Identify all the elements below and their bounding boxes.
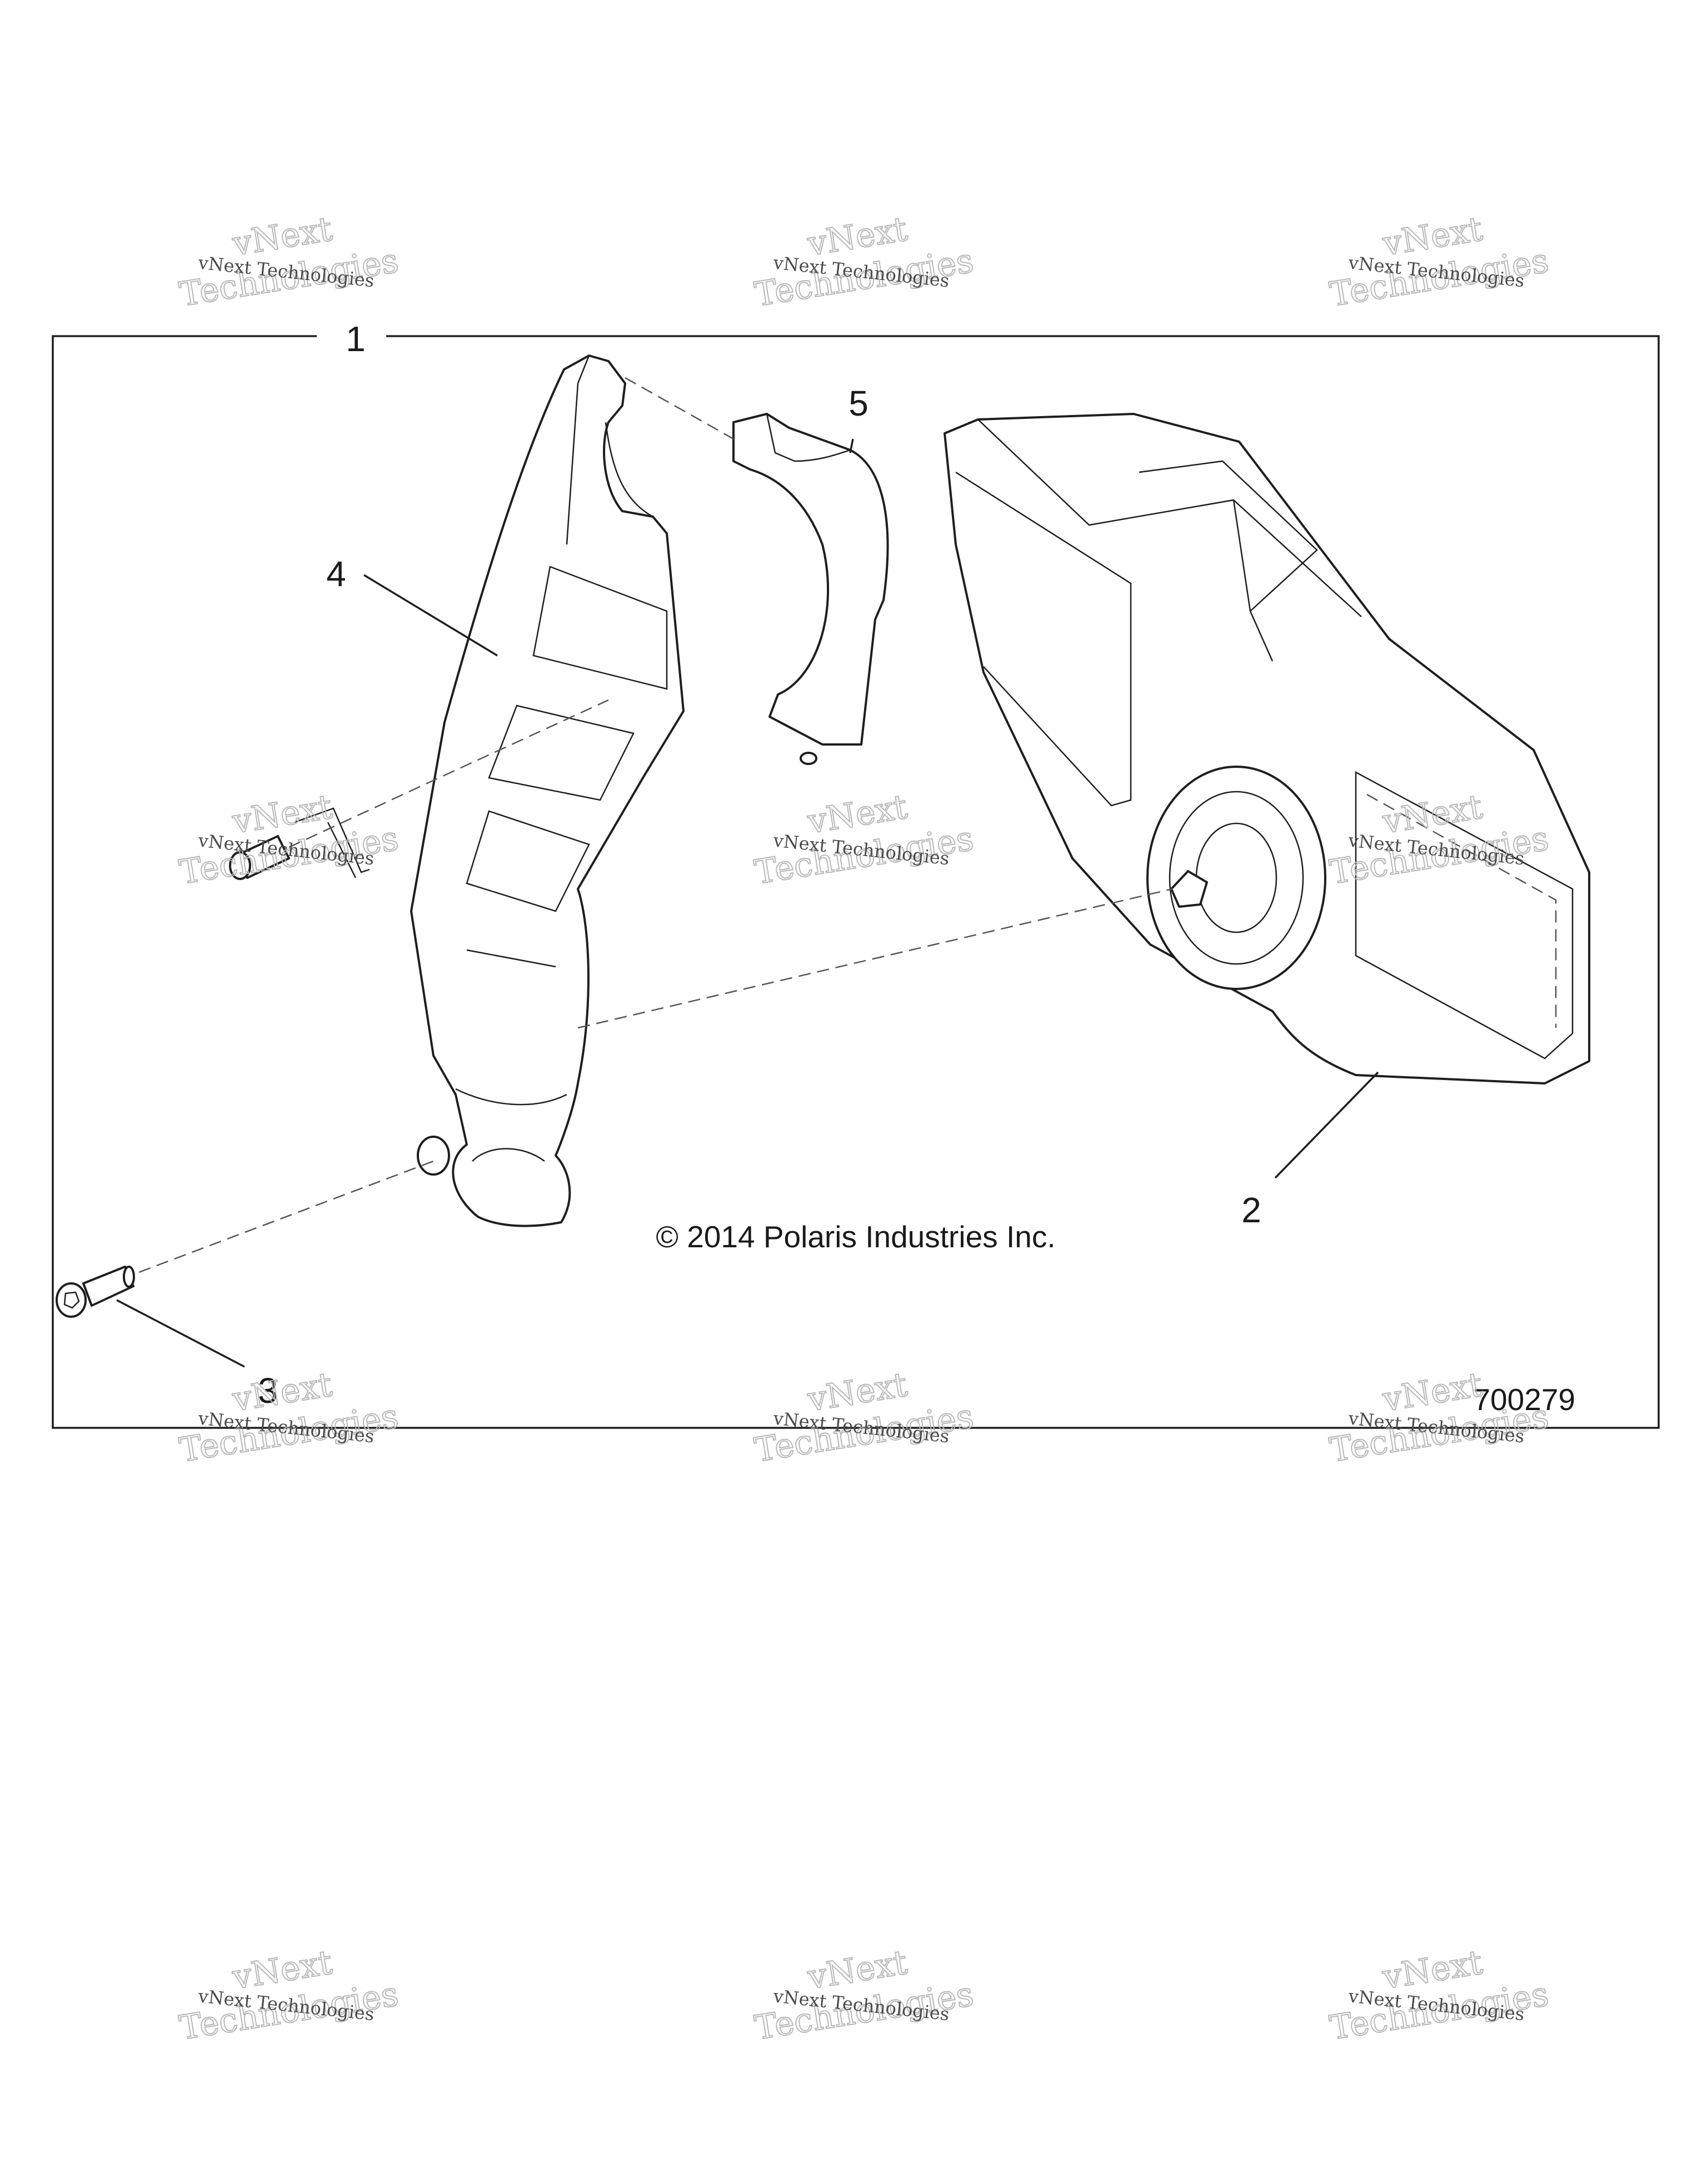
callout-2: 2 — [1241, 1190, 1261, 1230]
part-3-bolt — [56, 1266, 135, 1318]
assembly-frame — [52, 335, 1660, 1429]
part-4-bracket-arm — [410, 354, 685, 1227]
leader-lines — [116, 438, 1379, 1368]
callout-5: 5 — [848, 383, 869, 423]
callout-3: 3 — [258, 1371, 278, 1411]
watermark-row-lower: vNext Technologies vNext Technologies vN… — [176, 1365, 1551, 1470]
part-5-clamp — [732, 413, 889, 765]
callout-4: 4 — [326, 554, 346, 594]
part-2-mirror-housing — [944, 413, 1590, 1084]
callout-1: 1 — [346, 319, 366, 359]
copyright-text: © 2014 Polaris Industries Inc. — [656, 1220, 1055, 1254]
watermark-row-top: vNext Technologies vNext Technologies vN… — [176, 209, 1551, 314]
watermark-row-bottom: vNext Technologies vNext Technologies vN… — [176, 1942, 1551, 2048]
plug-detail — [229, 807, 370, 880]
drawing-number: 700279 — [1473, 1382, 1575, 1417]
assembly-lines — [138, 377, 1173, 1273]
